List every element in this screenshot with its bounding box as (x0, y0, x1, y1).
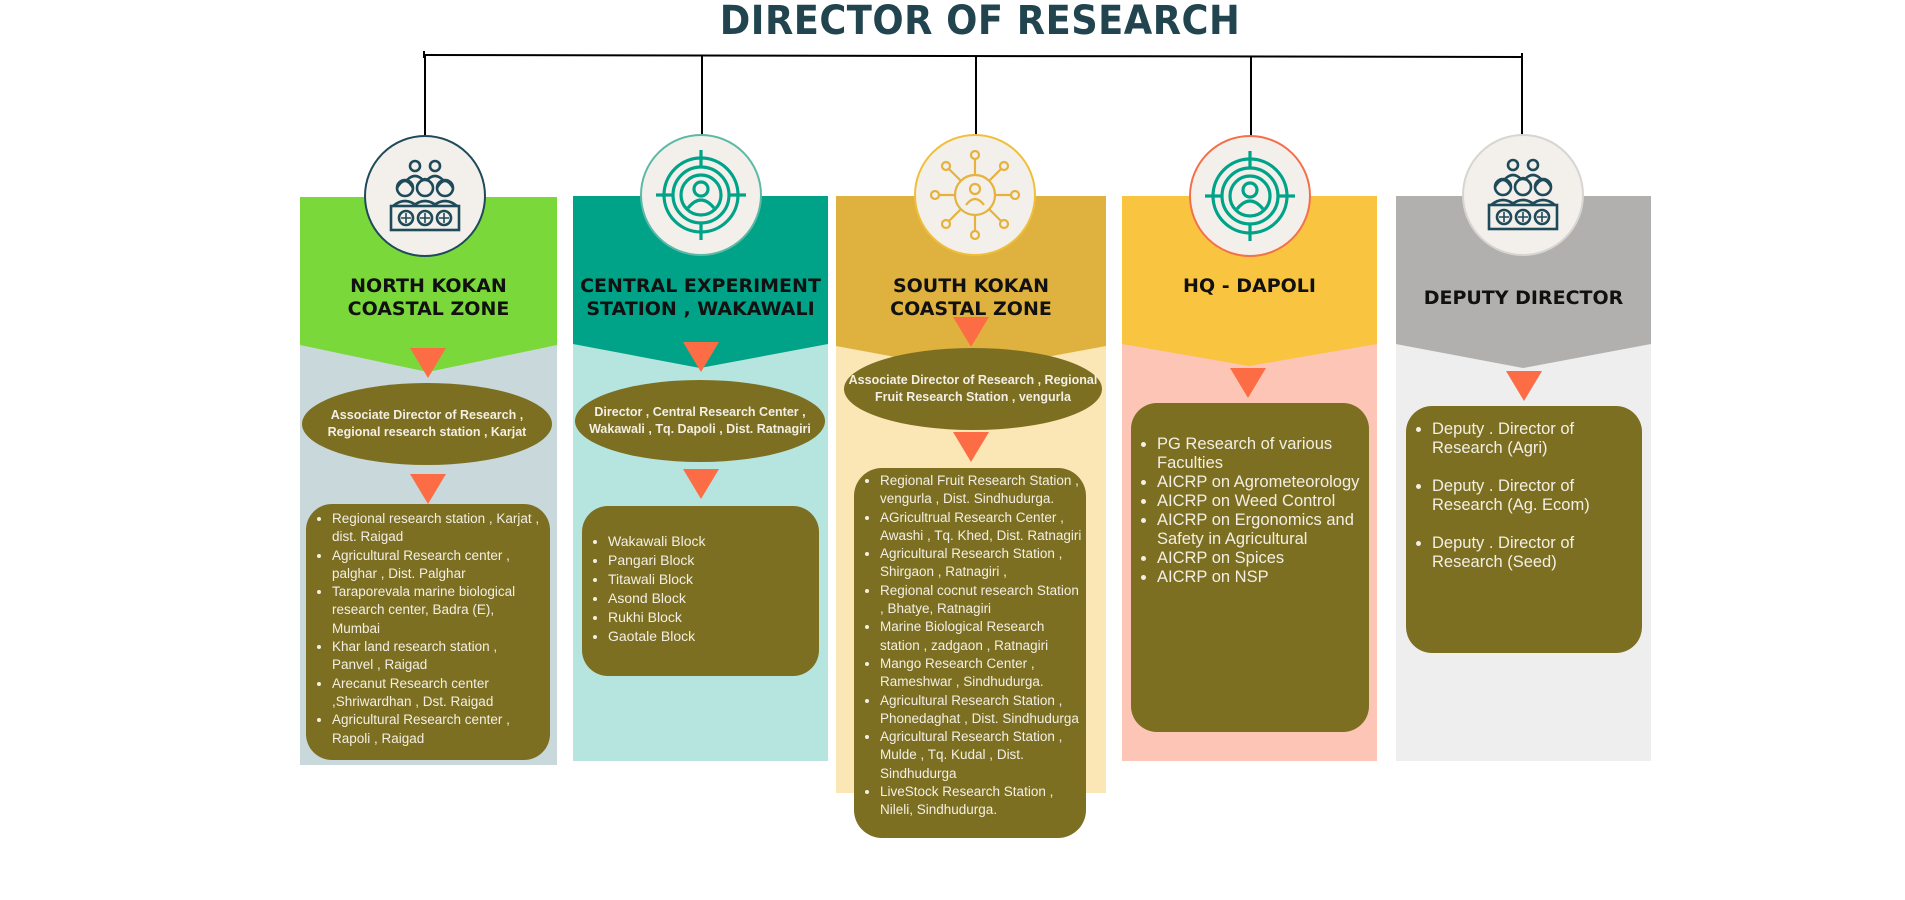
list-item: Rukhi Block (608, 608, 811, 627)
station-list-box: Regional research station , Karjat , dis… (306, 504, 550, 760)
target-person-icon (1205, 151, 1295, 241)
list-item: Taraporevala marine biological research … (332, 583, 542, 638)
connector-horizontal (423, 54, 1524, 58)
column-heading: SOUTH KOKAN COASTAL ZONE (836, 275, 1106, 321)
list-item: Titawali Block (608, 570, 811, 589)
head-office-ellipse: Associate Director of Research , Regiona… (844, 348, 1102, 430)
icon-circle-hq-dapoli (1189, 135, 1311, 257)
station-list: Regional research station , Karjat , dis… (306, 510, 542, 748)
column-heading: NORTH KOKAN COASTAL ZONE (300, 275, 557, 321)
program-list: PG Research of various Faculties AICRP o… (1131, 435, 1365, 587)
list-item: Deputy . Director of Research (Agri) (1432, 420, 1638, 458)
arrow-down-icon (953, 432, 989, 462)
column-heading: CENTRAL EXPERIMENT STATION , WAKAWALI (573, 275, 828, 321)
column-header (300, 197, 557, 372)
heading-line: HQ - DAPOLI (1183, 275, 1316, 297)
list-item: Khar land research station , Panvel , Ra… (332, 638, 542, 675)
list-item: AICRP on Spices (1157, 549, 1365, 568)
page-title: DIRECTOR OF RESEARCH (719, 0, 1241, 44)
block-list-box: Wakawali Block Pangari Block Titawali Bl… (582, 506, 819, 676)
list-item: AICRP on Ergonomics and Safety in Agricu… (1157, 511, 1365, 549)
list-item: AICRP on Weed Control (1157, 492, 1365, 511)
program-list-box: PG Research of various Faculties AICRP o… (1131, 403, 1369, 732)
icon-circle-north-kokan (364, 135, 486, 257)
icon-circle-central-experiment-station (640, 134, 762, 256)
list-item: Agricultural Research Station , Shirgaon… (880, 545, 1082, 582)
list-item: Regional research station , Karjat , dis… (332, 510, 542, 547)
deputy-list: Deputy . Director of Research (Agri) Dep… (1406, 420, 1638, 572)
heading-line: STATION , WAKAWALI (586, 298, 815, 320)
heading-line: NORTH KOKAN (350, 275, 507, 297)
column-north-kokan: NORTH KOKAN COASTAL ZONE Associate Direc… (300, 197, 557, 765)
network-person-icon (929, 149, 1021, 241)
arrow-down-icon (1230, 368, 1266, 398)
arrow-down-icon (410, 474, 446, 504)
list-item: LiveStock Research Station , Nileli, Sin… (880, 783, 1082, 820)
list-item: Regional Fruit Research Station , vengur… (880, 472, 1082, 509)
heading-line: COASTAL ZONE (890, 298, 1052, 320)
arrow-down-icon (683, 469, 719, 499)
target-person-icon (656, 150, 746, 240)
head-office-ellipse: Associate Director of Research , Regiona… (302, 383, 552, 465)
column-south-kokan: SOUTH KOKAN COASTAL ZONE Associate Direc… (836, 196, 1106, 838)
station-list-box: Regional Fruit Research Station , vengur… (854, 468, 1086, 838)
head-office-label: Associate Director of Research , Regiona… (327, 408, 527, 439)
column-header (1122, 196, 1377, 366)
head-office-ellipse: Director , Central Research Center , Wak… (575, 380, 825, 462)
list-item: Asond Block (608, 589, 811, 608)
list-item: Regional cocnut research Station , Bhaty… (880, 582, 1082, 619)
team-panel-icon (1487, 158, 1559, 231)
heading-line: DEPUTY DIRECTOR (1423, 287, 1624, 309)
list-item: Agricultural Research Station , Mulde , … (880, 728, 1082, 783)
list-item: Agricultural Research center , Rapoli , … (332, 711, 542, 748)
heading-line: COASTAL ZONE (347, 298, 510, 320)
hierarchy-connectors (423, 51, 1905, 160)
station-list: Regional Fruit Research Station , vengur… (854, 472, 1082, 820)
head-office-label: Director , Central Research Center , Wak… (589, 405, 811, 436)
heading-line: CENTRAL EXPERIMENT (580, 275, 821, 297)
list-item: Deputy . Director of Research (Seed) (1432, 534, 1638, 572)
icon-circle-deputy-director (1462, 134, 1584, 256)
column-heading: DEPUTY DIRECTOR (1396, 287, 1651, 310)
list-item: PG Research of various Faculties (1157, 435, 1365, 473)
block-list: Wakawali Block Pangari Block Titawali Bl… (582, 532, 811, 646)
deputy-list-box: Deputy . Director of Research (Agri) Dep… (1406, 406, 1642, 653)
arrow-down-icon (1506, 371, 1542, 401)
column-hq-dapoli: HQ - DAPOLI PG Research of various Facul… (1122, 196, 1377, 761)
head-office-label: Associate Director of Research , Regiona… (848, 373, 1098, 404)
column-header (573, 196, 828, 368)
list-item: Mango Research Center , Rameshwar , Sind… (880, 655, 1082, 692)
list-item: AGricultrual Research Center , Awashi , … (880, 509, 1082, 546)
column-heading: HQ - DAPOLI (1122, 275, 1377, 298)
list-item: Arecanut Research center ,Shriwardhan , … (332, 675, 542, 712)
list-item: AICRP on NSP (1157, 568, 1365, 587)
list-item: Agricultural Research center , palghar ,… (332, 547, 542, 584)
column-header (1396, 196, 1651, 368)
list-item: Deputy . Director of Research (Ag. Ecom) (1432, 477, 1638, 515)
arrow-down-icon (953, 317, 989, 347)
icon-circle-south-kokan (914, 134, 1036, 256)
list-item: Pangari Block (608, 551, 811, 570)
column-header (836, 196, 1106, 371)
list-item: Gaotale Block (608, 627, 811, 646)
list-item: Marine Biological Research station , zad… (880, 618, 1082, 655)
list-item: Wakawali Block (608, 532, 811, 551)
heading-line: SOUTH KOKAN (892, 275, 1050, 297)
list-item: AICRP on Agrometeorology (1157, 473, 1365, 492)
arrow-down-icon (410, 348, 446, 378)
column-deputy-director: DEPUTY DIRECTOR Deputy . Director of Res… (1396, 196, 1651, 761)
team-panel-icon (389, 159, 461, 232)
arrow-down-icon (683, 342, 719, 372)
column-central-experiment-station: CENTRAL EXPERIMENT STATION , WAKAWALI Di… (573, 196, 828, 761)
list-item: Agricultural Research Station , Phonedag… (880, 692, 1082, 729)
